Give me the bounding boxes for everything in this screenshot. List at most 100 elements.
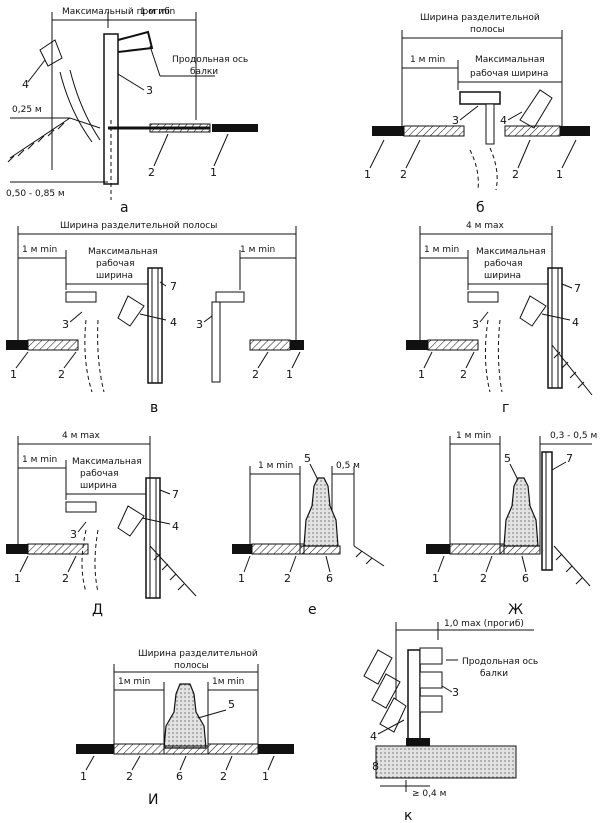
b-num-3: 3 bbox=[452, 114, 459, 127]
i-dim-1m-right: 1м min bbox=[212, 677, 244, 687]
d-num-4: 4 bbox=[172, 520, 179, 533]
d-dim-work-1: Максимальная bbox=[72, 457, 142, 467]
zh-num-6: 6 bbox=[522, 572, 529, 585]
zh-dim-03: 0,3 - 0,5 м bbox=[550, 431, 597, 441]
e-num-5: 5 bbox=[304, 452, 311, 465]
i-num-5: 5 bbox=[228, 698, 235, 711]
i-num-2-right: 2 bbox=[220, 770, 227, 783]
zh-caption: Ж bbox=[508, 602, 523, 618]
k-label-axis-2: балки bbox=[480, 669, 508, 679]
i-num-6: 6 bbox=[176, 770, 183, 783]
zh-dim-1m: 1 м min bbox=[456, 431, 491, 441]
e-dim-05: 0,5 м bbox=[336, 461, 360, 471]
i-dim-top-2: полосы bbox=[174, 661, 209, 671]
d-num-2: 2 bbox=[62, 572, 69, 585]
b-num-4: 4 bbox=[500, 114, 507, 127]
k-label-axis-1: Продольная ось bbox=[462, 657, 538, 667]
d-dim-work-3: ширина bbox=[80, 481, 117, 491]
g-dim-top: 4 м max bbox=[466, 221, 505, 231]
d-dim-top: 4 м max bbox=[62, 431, 101, 441]
d-dim-work-2: рабочая bbox=[80, 469, 119, 479]
panel-i: Ширина разделительной полосы 1м min 1м m… bbox=[76, 649, 294, 808]
panel-a: Максимальный прогиб 1 м min Продольная о… bbox=[6, 7, 258, 216]
v-num-2-right: 2 bbox=[252, 368, 259, 381]
panel-d: 4 м max 1 м min Максимальная рабочая шир… bbox=[6, 431, 197, 618]
d-caption: Д bbox=[92, 602, 103, 618]
a-label-axis-2: балки bbox=[190, 67, 218, 77]
g-dim-work-2: рабочая bbox=[484, 259, 523, 269]
panel-v: Ширина разделительной полосы 1 м min 1 м… bbox=[6, 221, 304, 416]
d-num-3: 3 bbox=[70, 528, 77, 541]
b-dim-top-2: полосы bbox=[470, 25, 505, 35]
e-num-2: 2 bbox=[284, 572, 291, 585]
v-num-1-left: 1 bbox=[10, 368, 17, 381]
g-num-2: 2 bbox=[460, 368, 467, 381]
b-dim-1m: 1 м min bbox=[410, 55, 445, 65]
i-caption: И bbox=[148, 792, 158, 808]
k-num-4: 4 bbox=[370, 730, 377, 743]
panel-b: Ширина разделительной полосы 1 м min Мак… bbox=[364, 13, 590, 216]
g-num-3: 3 bbox=[472, 318, 479, 331]
panel-e: 1 м min 0,5 м 5 1 2 6 е bbox=[232, 452, 385, 618]
v-dim-work-1: Максимальная bbox=[88, 247, 158, 257]
e-num-1: 1 bbox=[238, 572, 245, 585]
a-dim-deflection: Максимальный прогиб bbox=[62, 7, 170, 17]
zh-num-1: 1 bbox=[432, 572, 439, 585]
e-num-6: 6 bbox=[326, 572, 333, 585]
panel-zh: 1 м min 0,3 - 0,5 м 5 7 1 2 6 Ж bbox=[426, 431, 597, 618]
i-num-1-right: 1 bbox=[262, 770, 269, 783]
i-dim-1m-left: 1м min bbox=[118, 677, 150, 687]
i-dim-top-1: Ширина разделительной bbox=[138, 649, 258, 659]
v-dim-1m-left: 1 м min bbox=[22, 245, 57, 255]
k-num-3: 3 bbox=[452, 686, 459, 699]
v-num-2-left: 2 bbox=[58, 368, 65, 381]
g-num-1: 1 bbox=[418, 368, 425, 381]
i-num-2-left: 2 bbox=[126, 770, 133, 783]
a-dim-height: 0,25 м bbox=[12, 105, 42, 115]
v-dim-work-2: рабочая bbox=[96, 259, 135, 269]
a-dim-1m: 1 м min bbox=[140, 7, 175, 17]
b-num-1-left: 1 bbox=[364, 168, 371, 181]
k-dim-top: 1,0 max (прогиб) bbox=[444, 619, 524, 629]
k-caption: к bbox=[404, 808, 412, 823]
b-caption: б bbox=[476, 200, 485, 216]
i-num-1-left: 1 bbox=[80, 770, 87, 783]
zh-num-7: 7 bbox=[566, 452, 573, 465]
k-dim-bottom: ≥ 0,4 м bbox=[412, 789, 446, 799]
g-dim-work-3: ширина bbox=[484, 271, 521, 281]
a-dim-depth: 0,50 - 0,85 м bbox=[6, 189, 65, 199]
a-num-2: 2 bbox=[148, 166, 155, 179]
b-num-2-right: 2 bbox=[512, 168, 519, 181]
v-dim-1m-right: 1 м min bbox=[240, 245, 275, 255]
a-label-axis-1: Продольная ось bbox=[172, 55, 248, 65]
v-dim-top: Ширина разделительной полосы bbox=[60, 221, 217, 231]
v-num-3: 3 bbox=[62, 318, 69, 331]
v-dim-work-3: ширина bbox=[96, 271, 133, 281]
b-dim-top-1: Ширина разделительной bbox=[420, 13, 540, 23]
v-caption: в bbox=[150, 400, 158, 416]
a-num-4: 4 bbox=[22, 78, 29, 91]
panel-k: 1,0 max (прогиб) Продольная ось балки 3 … bbox=[363, 619, 538, 823]
e-caption: е bbox=[308, 602, 317, 618]
d-num-7: 7 bbox=[172, 488, 179, 501]
g-dim-work-1: Максимальная bbox=[476, 247, 546, 257]
b-dim-work-2: рабочая ширина bbox=[470, 69, 548, 79]
d-dim-1m: 1 м min bbox=[22, 455, 57, 465]
g-num-7: 7 bbox=[574, 282, 581, 295]
g-caption: г bbox=[502, 400, 509, 416]
v-num-4: 4 bbox=[170, 316, 177, 329]
b-num-1-right: 1 bbox=[556, 168, 563, 181]
e-dim-1m: 1 м min bbox=[258, 461, 293, 471]
v-num-3b: 3 bbox=[196, 318, 203, 331]
v-num-7: 7 bbox=[170, 280, 177, 293]
d-num-1: 1 bbox=[14, 572, 21, 585]
a-num-1: 1 bbox=[210, 166, 217, 179]
a-caption: а bbox=[120, 200, 129, 216]
v-num-1-right: 1 bbox=[286, 368, 293, 381]
a-num-3: 3 bbox=[146, 84, 153, 97]
k-num-8: 8 bbox=[372, 760, 379, 773]
zh-num-2: 2 bbox=[480, 572, 487, 585]
g-dim-1m: 1 м min bbox=[424, 245, 459, 255]
g-num-4: 4 bbox=[572, 316, 579, 329]
b-num-2-left: 2 bbox=[400, 168, 407, 181]
